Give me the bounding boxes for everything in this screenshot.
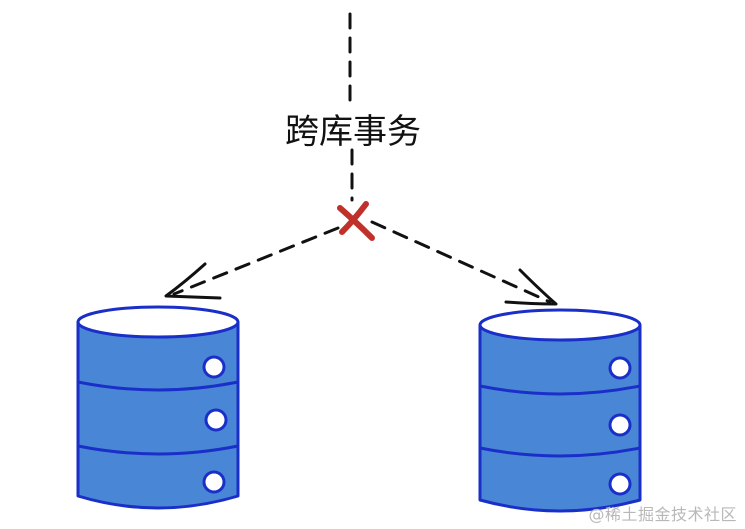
- arrow-to-left-db: [172, 226, 340, 296]
- database-right-icon: [478, 308, 642, 513]
- label-backing: [278, 108, 428, 152]
- x-mark-icon: [337, 201, 375, 241]
- transaction-label: 跨库事务: [285, 112, 421, 152]
- arrow-to-right-db: [370, 220, 552, 304]
- arrow-head-right-icon: [504, 268, 558, 306]
- database-left-icon: [76, 305, 240, 510]
- arrow-head-left-icon: [164, 262, 222, 300]
- watermark: @稀土掘金技术社区: [588, 505, 737, 524]
